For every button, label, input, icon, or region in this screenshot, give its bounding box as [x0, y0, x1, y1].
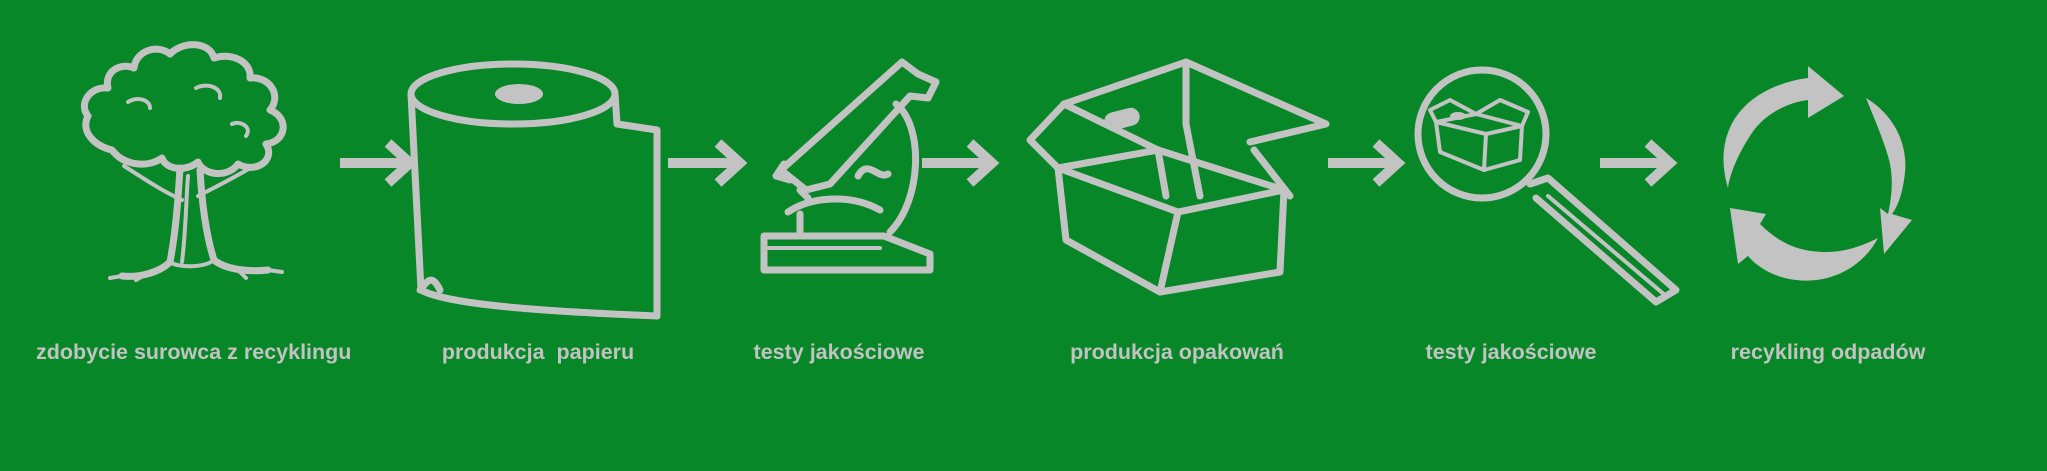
step-label-paper-production: produkcja papieru — [441, 340, 635, 364]
arrow-icon — [340, 139, 418, 187]
microscope-icon — [760, 58, 940, 274]
step-label-packaging-production: produkcja opakowań — [1070, 340, 1284, 364]
tree-icon — [80, 41, 287, 282]
arrow-icon — [922, 139, 1000, 187]
step-label-waste-recycling: recykling odpadów — [1730, 340, 1926, 364]
step-label-quality-tests-2: testy jakościowe — [1425, 340, 1597, 364]
open-box-icon — [1026, 58, 1330, 296]
magnifier-box-icon — [1414, 66, 1680, 306]
arrow-icon — [1600, 139, 1678, 187]
step-label-quality-tests-1: testy jakościowe — [753, 340, 925, 364]
paper-roll-icon — [407, 60, 661, 320]
step-label-raw-material: zdobycie surowca z recyklingu — [36, 340, 352, 364]
recycle-icon — [1723, 66, 1912, 281]
arrow-icon — [1328, 139, 1406, 187]
arrow-icon — [668, 139, 748, 187]
